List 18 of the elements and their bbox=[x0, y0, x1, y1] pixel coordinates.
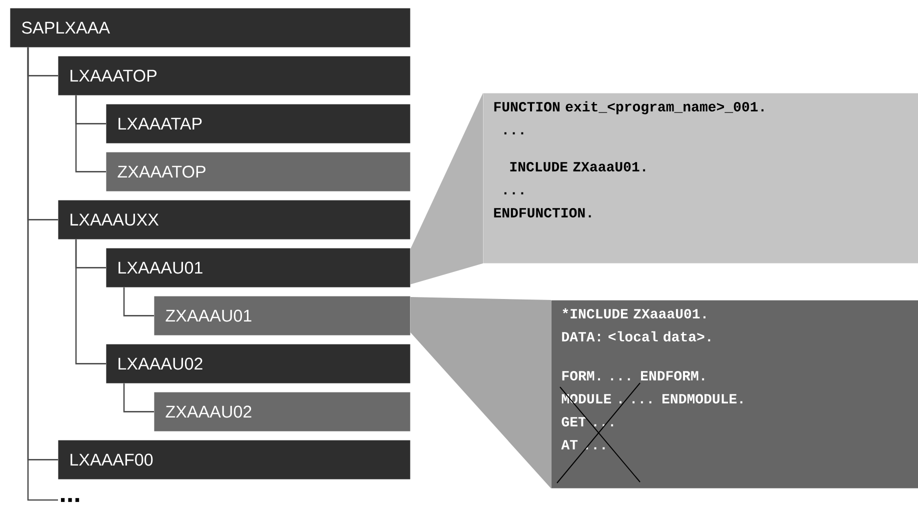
ellipsis-text: ... bbox=[60, 498, 80, 502]
include-box: ZXAAATOP bbox=[106, 152, 410, 192]
include-box: ZXAAAU02 bbox=[154, 392, 410, 432]
program-box: LXAAAU02 bbox=[106, 344, 410, 384]
program-box: LXAAAU01 bbox=[106, 248, 410, 288]
callout-wedge bbox=[410, 93, 483, 284]
tree-line bbox=[75, 239, 106, 364]
callout-wedge bbox=[410, 297, 551, 488]
include-box: ZXAAAU01 bbox=[154, 296, 410, 336]
program-box: LXAAAF00 bbox=[58, 440, 410, 480]
tree-line bbox=[75, 95, 106, 172]
program-box: LXAAATOP bbox=[58, 56, 410, 96]
program-box: LXAAATAP bbox=[106, 104, 410, 144]
program-box: SAPLXAAA bbox=[10, 8, 410, 48]
program-box: LXAAAUXX bbox=[58, 200, 410, 240]
tree-line bbox=[123, 383, 154, 412]
code-box: FUNCTION exit_<program_name>_001. ... INCLUDE ZXaaaU01. ... ENDFUNCTION. bbox=[483, 93, 918, 264]
tree-line bbox=[123, 287, 154, 316]
